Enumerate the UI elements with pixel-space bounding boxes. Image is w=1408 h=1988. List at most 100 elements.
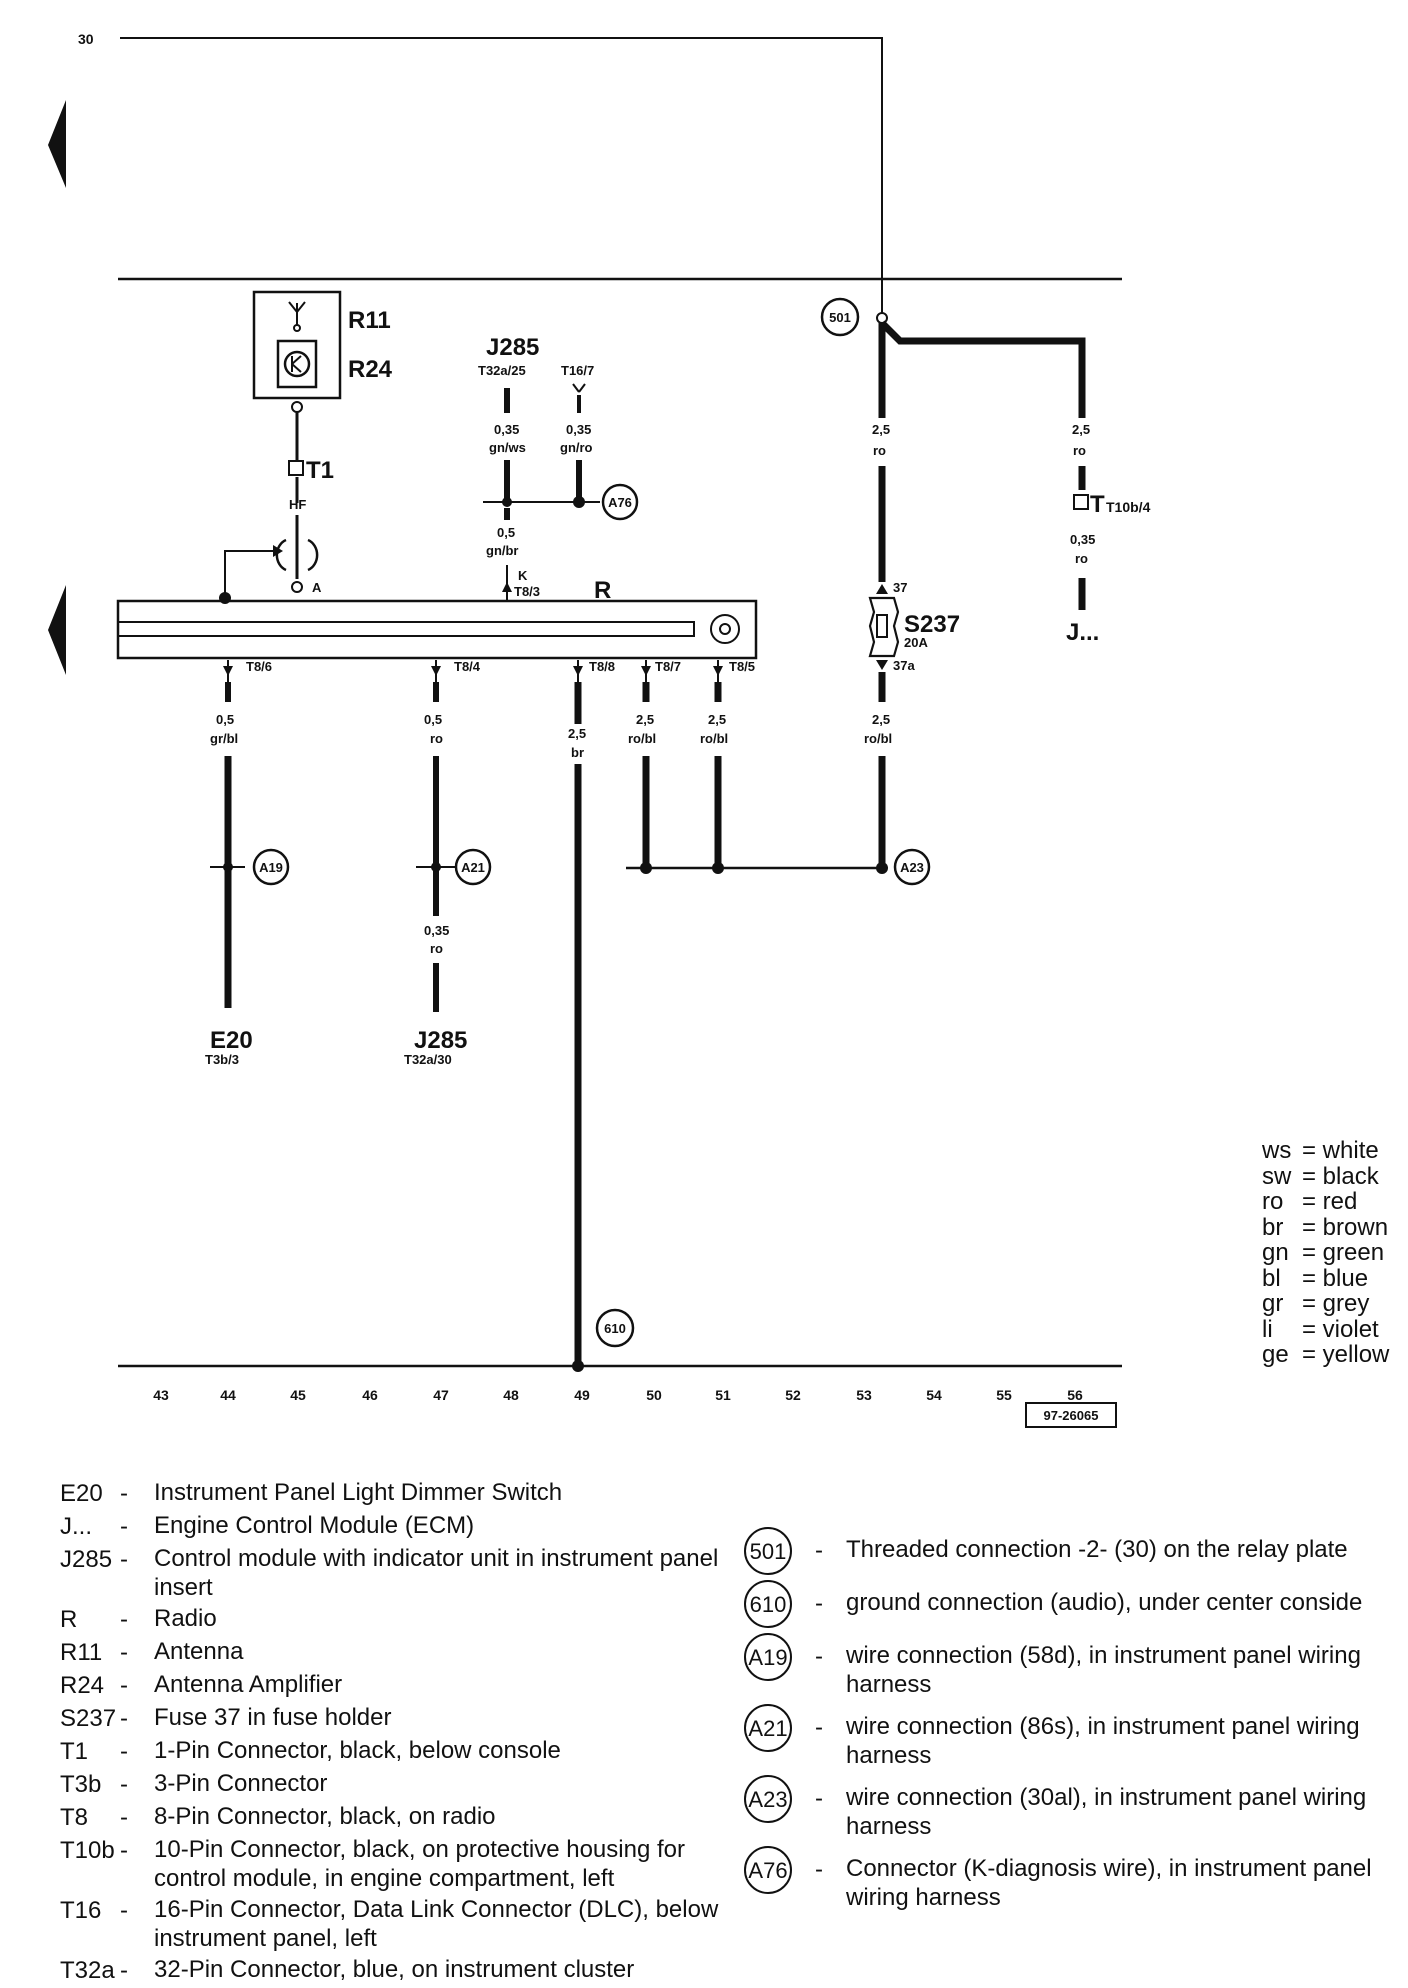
wire-color-code: ws <box>1262 1137 1292 1164</box>
w8-size: 0,5 <box>424 712 442 727</box>
connection-a76[interactable] <box>601 483 639 521</box>
track-number: 48 <box>503 1387 519 1403</box>
terminal-30-wire <box>120 37 883 318</box>
legend-dash: - <box>120 1897 128 1924</box>
connection-badge: 501 <box>744 1527 792 1575</box>
diagram-code: 97-26065 <box>1044 1408 1099 1423</box>
track-number: 47 <box>433 1387 449 1403</box>
connection-legend-item: 501-Threaded connection -2- (30) on the … <box>744 1527 1384 1575</box>
legend-dash: - <box>120 1804 128 1831</box>
legend-dash: - <box>120 1513 128 1540</box>
wire-color-code: br <box>1262 1213 1284 1241</box>
legend-desc: 16-Pin Connector, Data Link Connector (D… <box>154 1896 719 1952</box>
wire-color-row: sw= black <box>1262 1163 1389 1190</box>
w7-color: gr/bl <box>210 731 238 746</box>
legend-desc: wire connection (86s), in instrument pan… <box>846 1713 1360 1769</box>
r24-label: R24 <box>348 356 393 383</box>
page-arrow-down[interactable] <box>48 585 66 675</box>
legend-code: S237 <box>60 1705 117 1732</box>
legend-dash: - <box>120 1771 128 1798</box>
radio-label: R <box>594 577 611 604</box>
fuse-s237[interactable] <box>868 596 900 658</box>
legend-code: R11 <box>60 1639 103 1666</box>
track-number: 51 <box>715 1387 731 1403</box>
legend-item: T32a-32-Pin Connector, blue, on instrume… <box>60 1955 720 1986</box>
connection-badge: A19 <box>744 1633 792 1681</box>
legend-desc: 1-Pin Connector, black, below console <box>154 1737 561 1764</box>
wire-color-code: gr <box>1262 1290 1284 1317</box>
legend-code: T32a <box>60 1957 115 1984</box>
track-number: 55 <box>996 1387 1012 1403</box>
legend-dash: - <box>120 1480 128 1507</box>
w6-size: 0,35 <box>424 923 449 938</box>
a76-label: A76 <box>608 495 632 510</box>
e20-label: E20 <box>210 1027 253 1054</box>
wiring-diagram: 30 R11 R24 T1 HF A R J285 T32a/25 T16/7 … <box>48 31 1151 1428</box>
wire-color-row: ge = yellow <box>1262 1342 1389 1368</box>
legend-desc: ground connection (audio), under center … <box>846 1589 1363 1616</box>
legend-desc: 3-Pin Connector <box>154 1770 328 1797</box>
legend-desc: Antenna <box>154 1638 244 1665</box>
wire-color-name: = grey <box>1302 1290 1370 1317</box>
legend-item: J...-Engine Control Module (ECM) <box>60 1511 720 1542</box>
a19-label: A19 <box>259 860 283 875</box>
s237-label: S237 <box>904 611 960 638</box>
legend-desc: Fuse 37 in fuse holder <box>154 1704 392 1731</box>
legend-desc: Radio <box>154 1605 217 1632</box>
legend-desc: Connector (K-diagnosis wire), in instrum… <box>846 1855 1372 1911</box>
legend-code: T10b <box>60 1837 115 1864</box>
w8-color: ro <box>430 731 443 746</box>
antenna-r11-r24[interactable] <box>252 290 342 400</box>
pin-t8-8: T8/8 <box>589 659 615 674</box>
legend-desc: Antenna Amplifier <box>154 1671 343 1698</box>
connection-badge: A76 <box>744 1846 792 1894</box>
legend-code: T1 <box>60 1738 89 1765</box>
connection-a21[interactable] <box>454 848 492 886</box>
w7-size: 0,5 <box>216 712 234 727</box>
connection-badge: A21 <box>744 1704 792 1752</box>
wire-color-code: li <box>1262 1315 1273 1343</box>
legend-dash: - <box>815 1856 823 1883</box>
wire-color-row: gr = grey <box>1262 1291 1389 1317</box>
w13-color: ro <box>1075 551 1088 566</box>
connection-legend-item: A23-wire connection (30al), in instrumen… <box>744 1775 1384 1841</box>
page-arrow-up[interactable] <box>48 100 66 188</box>
r11-label: R11 <box>348 307 391 334</box>
legend-code: R <box>60 1606 78 1633</box>
connection-a19[interactable] <box>252 848 290 886</box>
terminal-30-label: 30 <box>78 31 94 47</box>
wire-color-row: ws= white <box>1262 1138 1389 1164</box>
w6-color: ro <box>430 941 443 956</box>
j285-bottom-pin: T32a/30 <box>404 1052 452 1067</box>
legend-dash: - <box>120 1957 128 1984</box>
radio-r[interactable] <box>116 599 758 660</box>
connection-a23[interactable] <box>893 848 931 886</box>
track-number: 54 <box>926 1387 942 1403</box>
track-number: 49 <box>574 1387 590 1403</box>
e20-pin: T3b/3 <box>205 1052 239 1067</box>
pin-t8-4: T8/4 <box>454 659 481 674</box>
pin-t8-5: T8/5 <box>729 659 755 674</box>
w2-size: 0,35 <box>566 422 591 437</box>
wire-color-name: = yellow <box>1302 1341 1390 1368</box>
wire-color-code: ro <box>1262 1188 1284 1215</box>
s237-amp: 20A <box>904 635 928 650</box>
legend-desc: Threaded connection -2- (30) on the rela… <box>846 1536 1348 1563</box>
w12-size: 2,5 <box>872 712 890 727</box>
track-number: 45 <box>290 1387 306 1403</box>
connection-badge: A23 <box>744 1775 792 1823</box>
legend-desc: 10-Pin Connector, black, on protective h… <box>154 1836 685 1892</box>
connection-501[interactable] <box>820 297 860 337</box>
connection-610[interactable] <box>595 1308 635 1348</box>
legend-item: T3b-3-Pin Connector <box>60 1769 720 1800</box>
610-label: 610 <box>604 1321 626 1336</box>
connection-legend-item: 610-ground connection (audio), under cen… <box>744 1580 1384 1628</box>
wire-color-code: gn <box>1262 1239 1289 1266</box>
wire-color-name: = red <box>1302 1188 1358 1215</box>
wire-color-code: ge <box>1262 1341 1289 1368</box>
t10b-label: T10b/4 <box>1106 499 1151 515</box>
j285-bottom-label: J285 <box>414 1027 467 1054</box>
legend-code: E20 <box>60 1480 103 1507</box>
